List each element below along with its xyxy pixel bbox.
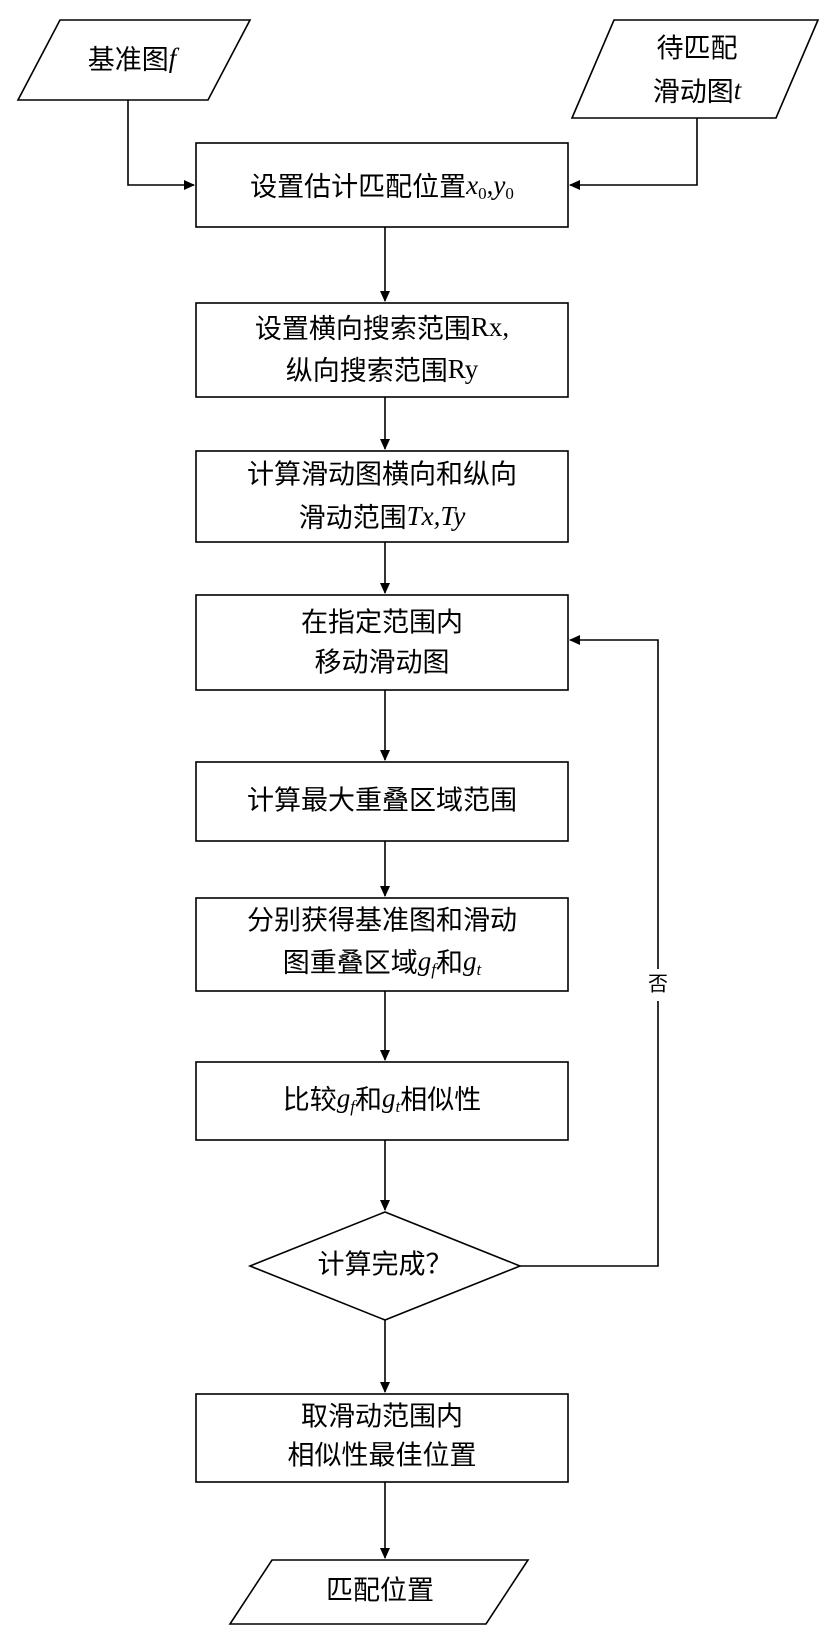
output-match-position: 匹配位置: [228, 1559, 530, 1625]
step-calc-slide: 计算滑动图横向和纵向 滑动范围Tx,Ty: [195, 450, 569, 543]
svg-text:基准图f: 基准图f: [88, 43, 180, 75]
slide-image-line2: 滑动图: [653, 77, 734, 108]
best-line1: 取滑动范围内: [301, 1402, 463, 1433]
set-position-y-sub: 0: [505, 184, 514, 203]
get-overlap-g2: g: [463, 946, 477, 976]
compare-g1: g: [337, 1083, 351, 1113]
get-overlap-and: 和: [436, 948, 463, 979]
set-position-x-sub: 0: [478, 184, 487, 203]
move-line2: 移动滑动图: [315, 648, 450, 679]
slide-image-input: 待匹配 滑动图t: [570, 19, 820, 119]
svg-text:纵向搜索范围Ry: 纵向搜索范围Ry: [286, 354, 479, 386]
svg-text:滑动范围Tx,Ty: 滑动范围Tx,Ty: [299, 501, 466, 533]
compare-g2: g: [382, 1083, 396, 1113]
set-range-line1-text: 设置横向搜索范围: [255, 314, 471, 345]
set-position-label: 设置估计匹配位置: [250, 172, 466, 203]
edge-decision-no-loop: [520, 635, 659, 1267]
edges: [127, 100, 698, 1559]
compare-and: 和: [355, 1085, 382, 1116]
compare-pre: 比较: [283, 1085, 337, 1116]
step-set-range: 设置横向搜索范围Rx, 纵向搜索范围Ry: [195, 302, 569, 398]
compare-g2-sub: t: [396, 1097, 402, 1116]
get-overlap-g2-sub: t: [477, 960, 483, 979]
best-line2: 相似性最佳位置: [288, 1441, 477, 1472]
get-overlap-g1-sub: f: [431, 960, 438, 979]
base-image-var: f: [169, 43, 180, 73]
edge-slide-to-position: [569, 118, 698, 190]
step-set-position: 设置估计匹配位置x0,y0: [195, 142, 569, 228]
get-overlap-g1: g: [418, 946, 432, 976]
base-image-label: 基准图: [88, 45, 169, 76]
max-overlap-label: 计算最大重叠区域范围: [247, 786, 517, 817]
svg-text:设置横向搜索范围Rx,: 设置横向搜索范围Rx,: [255, 312, 509, 344]
set-position-sep: ,: [487, 170, 494, 200]
svg-text:图重叠区域gf和gt: 图重叠区域gf和gt: [283, 946, 483, 979]
set-position-x: x: [465, 170, 478, 200]
slide-image-var: t: [734, 75, 743, 105]
step-max-overlap: 计算最大重叠区域范围: [195, 761, 569, 842]
calc-slide-txty: Tx,Ty: [407, 501, 466, 531]
move-line1: 在指定范围内: [301, 608, 463, 639]
edge-base-to-position: [127, 100, 195, 190]
calc-slide-line2-text: 滑动范围: [299, 503, 407, 534]
decision-diamond: 计算完成？: [247, 1211, 523, 1321]
no-label-group: 否: [648, 969, 668, 1001]
output-label: 匹配位置: [326, 1576, 434, 1607]
set-position-y: y: [490, 170, 505, 200]
set-range-line2-text: 纵向搜索范围: [286, 356, 448, 387]
step-get-overlap: 分别获得基准图和滑动 图重叠区域gf和gt: [195, 897, 569, 992]
slide-image-line1: 待匹配: [657, 34, 738, 65]
svg-text:比较gf和gt相似性: 比较gf和gt相似性: [283, 1083, 481, 1116]
decision-label: 计算完成？: [318, 1250, 453, 1281]
compare-g1-sub: f: [350, 1097, 357, 1116]
step-best: 取滑动范围内 相似性最佳位置: [195, 1393, 569, 1483]
svg-text:滑动图t: 滑动图t: [653, 75, 743, 107]
set-range-rx: Rx,: [471, 312, 509, 342]
no-label: 否: [648, 972, 668, 996]
get-overlap-line2-text: 图重叠区域: [283, 948, 418, 979]
base-image-input: 基准图f: [16, 19, 252, 101]
get-overlap-line1: 分别获得基准图和滑动: [247, 906, 517, 937]
svg-text:设置估计匹配位置x0,y0: 设置估计匹配位置x0,y0: [250, 170, 514, 203]
step-move: 在指定范围内 移动滑动图: [195, 594, 569, 691]
set-range-ry: Ry: [448, 354, 479, 384]
step-compare: 比较gf和gt相似性: [195, 1061, 569, 1141]
calc-slide-line1: 计算滑动图横向和纵向: [247, 460, 517, 491]
compare-post: 相似性: [400, 1085, 481, 1116]
